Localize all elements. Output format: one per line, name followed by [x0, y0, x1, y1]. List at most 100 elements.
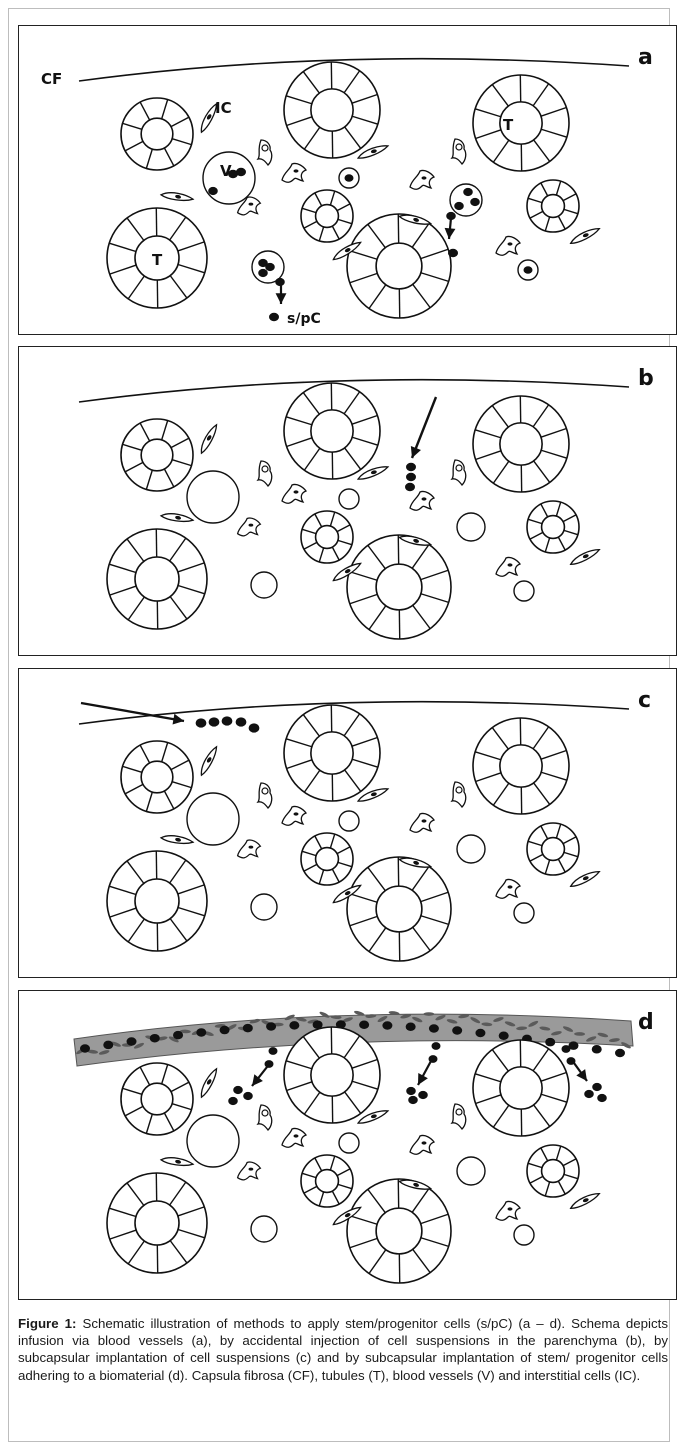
stem-cell [406, 1086, 416, 1096]
tubule [106, 207, 208, 309]
tubule [283, 61, 381, 159]
arrow-head [418, 1073, 428, 1085]
stem-cell [80, 1044, 90, 1053]
stem-cell [268, 1047, 278, 1055]
interstitial-cell [398, 857, 433, 868]
stem-cell [264, 1060, 274, 1068]
matrix-fiber [133, 1042, 145, 1049]
matrix-fiber [330, 1015, 342, 1019]
tubule [346, 856, 452, 962]
capsula-fibrosa-line [78, 57, 630, 82]
stem-cell [248, 723, 260, 733]
matrix-fiber [621, 1042, 631, 1049]
interstitial-cell [569, 870, 601, 888]
interstitial-cell [332, 562, 362, 582]
matrix-fiber [470, 1017, 481, 1024]
matrix-fiber [551, 1031, 562, 1036]
schematic: d [73, 1010, 654, 1284]
stem-cell [408, 1095, 418, 1105]
matrix-fiber [319, 1011, 330, 1018]
stem-cell [592, 1082, 602, 1092]
tubule [526, 179, 580, 233]
stem-cell [405, 482, 415, 492]
interstitial-cell [450, 459, 467, 486]
tubule [346, 534, 452, 640]
stem-cell [219, 1025, 230, 1035]
arrow-head [410, 446, 421, 458]
interstitial-cell [236, 1161, 262, 1181]
blood-vessel [250, 571, 278, 599]
interstitial-cell [236, 196, 262, 216]
matrix-fiber [168, 1036, 179, 1043]
blood-vessel [338, 1132, 360, 1154]
interstitial-cell [450, 781, 467, 808]
interstitial-cell [332, 241, 362, 261]
stem-cell [221, 716, 233, 726]
injection-arrow [410, 396, 438, 459]
matrix-fiber [504, 1021, 516, 1027]
stem-cell [126, 1037, 137, 1046]
interstitial-cell [409, 169, 436, 190]
blood-vessel [456, 1156, 486, 1186]
stem-cell [418, 1090, 428, 1100]
blood-vessel [250, 1215, 278, 1243]
arrow-head [275, 293, 287, 304]
implantation-arrow [80, 701, 185, 723]
stem-cell [454, 201, 464, 211]
interstitial-cell [256, 782, 273, 809]
label-cf: CF [41, 70, 62, 88]
matrix-fiber [586, 1036, 597, 1042]
matrix-fiber [354, 1010, 365, 1016]
blood-vessel [513, 1224, 535, 1246]
vessel-with-cell [338, 167, 360, 189]
interstitial-cell [159, 513, 195, 523]
matrix-fiber [608, 1038, 620, 1043]
matrix-fiber [110, 1041, 121, 1047]
tubule [472, 1039, 570, 1137]
interstitial-cell [200, 1067, 218, 1099]
stem-cell [196, 1028, 207, 1037]
matrix-fiber [516, 1026, 528, 1031]
matrix-fiber [98, 1050, 110, 1055]
vessel-with-cell [517, 259, 539, 281]
tubule [120, 97, 194, 171]
stem-cell [405, 1022, 416, 1032]
tubule [106, 528, 208, 630]
interstitial-cell [236, 839, 262, 859]
stem-cell [428, 1024, 439, 1033]
matrix-fiber [423, 1012, 435, 1016]
interstitial-cell [236, 517, 262, 537]
interstitial-cell [409, 812, 436, 833]
interstitial-cell [398, 1179, 433, 1190]
blood-vessel [513, 580, 535, 602]
stem-cell [228, 1096, 238, 1106]
matrix-fiber [597, 1032, 609, 1038]
interstitial-cell [200, 423, 218, 455]
blood-vessel [186, 1114, 240, 1168]
interstitial-cell [398, 535, 433, 546]
stem-cell [566, 1057, 576, 1065]
tubule [472, 74, 570, 172]
stem-cell [312, 1020, 323, 1029]
stem-cell [568, 1041, 579, 1050]
stem-cell [561, 1045, 571, 1053]
interstitial-cell [356, 788, 390, 802]
panel-d: d [18, 990, 677, 1300]
tubule [283, 1026, 381, 1124]
stem-cell [195, 718, 207, 728]
interstitial-cell [256, 139, 273, 166]
interstitial-cell [281, 805, 308, 826]
stem-cell [266, 1022, 277, 1031]
stem-cell [258, 258, 268, 268]
panel-letter-c: c [638, 688, 651, 713]
panel-letter-b: b [638, 366, 654, 391]
tubule [120, 1062, 194, 1136]
caption-lead: Figure 1: [18, 1316, 77, 1331]
matrix-fiber [342, 1017, 353, 1023]
tubule [283, 382, 381, 480]
interstitial-cell [569, 227, 601, 245]
interstitial-cell [409, 1134, 436, 1155]
interstitial-cell [332, 1206, 362, 1226]
matrix-fiber [249, 1018, 261, 1024]
